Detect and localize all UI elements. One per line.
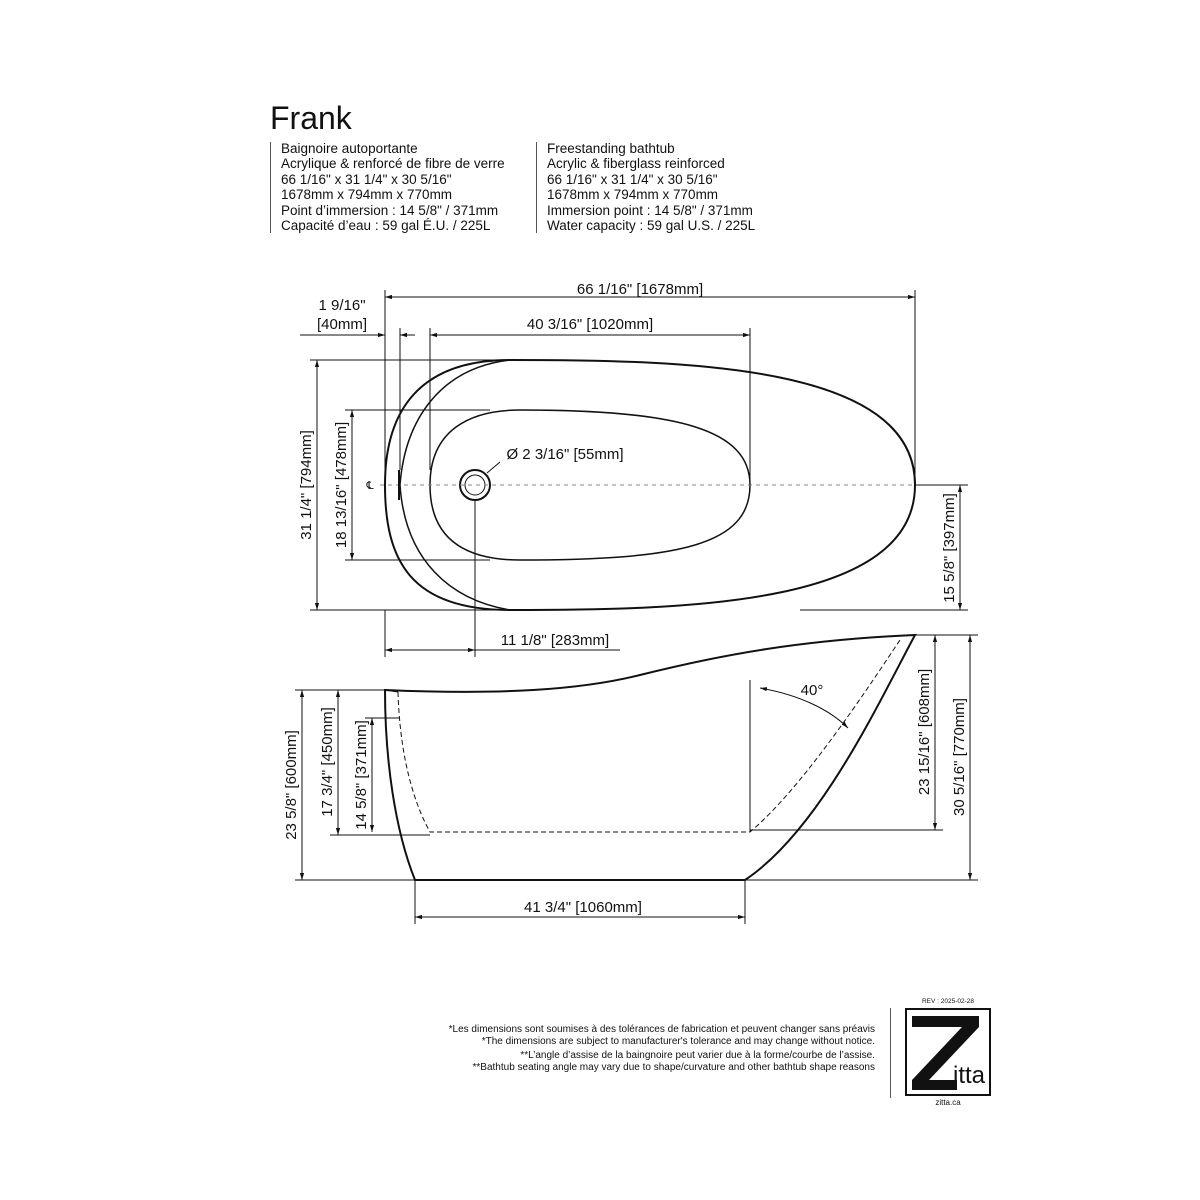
dim-rim-offset-in: 1 9/16" [318, 297, 365, 314]
revision-date: REV : 2025-02-28 [921, 998, 975, 1005]
side-view-tub [383, 633, 917, 881]
disclaimer-notes: *Les dimensions sont soumises à des tolé… [449, 1024, 875, 1073]
dim-drain-diameter: Ø 2 3/16" [55mm] [506, 446, 623, 463]
spec-line: Acrylic & fiberglass reinforced [547, 155, 725, 171]
spec-line: Freestanding bathtub [547, 141, 675, 156]
spec-line: Acrylique & renforcé de fibre de verre [281, 155, 505, 171]
spec-line: Capacité d’eau : 59 gal É.U. / 225L [281, 217, 491, 233]
note-fr-angle: **L’angle d’assise de la baingnoire peut… [520, 1050, 875, 1061]
note-en-tolerance: *The dimensions are subject to manufactu… [481, 1035, 875, 1047]
product-title: Frank [270, 100, 352, 136]
spec-line: 66 1/16" x 31 1/4" x 30 5/16" [281, 172, 452, 187]
spec-line: Point d’immersion : 14 5/8" / 371mm [281, 203, 499, 218]
dim-drain-offset: 11 1/8" [283mm] [501, 632, 609, 649]
spec-line: 1678mm x 794mm x 770mm [281, 186, 453, 202]
french-specs: Baignoire autoportante Acrylique & renfo… [270, 141, 505, 233]
spec-line: 66 1/16" x 31 1/4" x 30 5/16" [547, 172, 718, 187]
note-fr-tolerance: *Les dimensions sont soumises à des tolé… [448, 1024, 875, 1035]
dim-half-width: 15 5/8" [397mm] [941, 493, 958, 603]
spec-line: Immersion point : 14 5/8" / 371mm [547, 203, 753, 218]
dim-immersion-depth: 14 5/8" [371mm] [353, 720, 370, 830]
dim-basin-width: 18 13/16" [478mm] [333, 422, 350, 548]
dim-seat-angle: 40° [801, 682, 824, 699]
zitta-logo: itta [905, 1008, 991, 1096]
divider [890, 1008, 891, 1098]
dim-overall-height: 30 5/16" [770mm] [951, 698, 968, 816]
note-en-angle: **Bathtub seating angle may vary due to … [472, 1061, 876, 1073]
spec-line: 1678mm x 794mm x 770mm [547, 186, 719, 202]
dim-rim-offset-mm: [40mm] [317, 316, 367, 333]
website: zitta.ca [935, 1098, 961, 1107]
dim-overall-width: 31 1/4" [794mm] [298, 430, 315, 540]
spec-line: Baignoire autoportante [281, 141, 418, 156]
dim-basin-length: 40 3/16" [1020mm] [527, 316, 653, 333]
centerline-symbol: ℄ [365, 480, 373, 492]
dim-overall-length: 66 1/16" [1678mm] [577, 281, 703, 298]
english-specs: Freestanding bathtub Acrylic & fiberglas… [536, 141, 756, 233]
dim-base-length: 41 3/4" [1060mm] [524, 899, 642, 916]
dim-left-height: 23 5/8" [600mm] [283, 730, 300, 840]
logo-itta: itta [952, 1062, 985, 1089]
spec-line: Water capacity : 59 gal U.S. / 225L [547, 217, 756, 233]
top-view-tub [380, 358, 917, 612]
dim-depth-outer: 17 3/4" [450mm] [319, 707, 336, 817]
logo-z-mark [912, 1016, 979, 1090]
dim-back-depth: 23 15/16" [608mm] [916, 669, 933, 795]
